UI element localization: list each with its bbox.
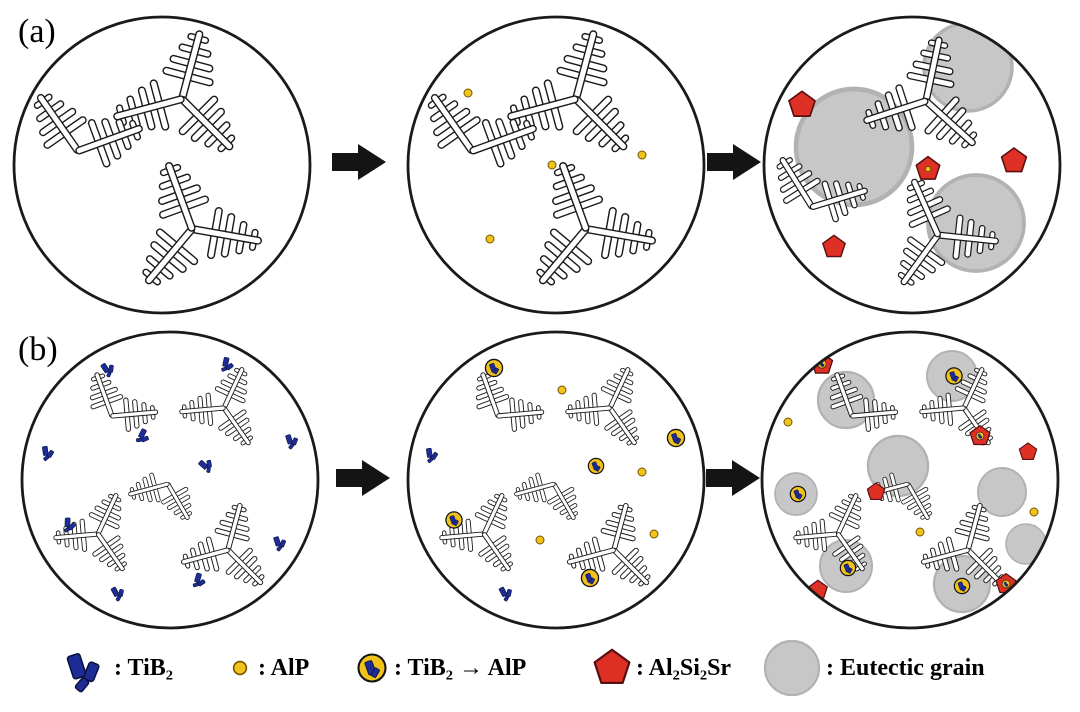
tib2-to-alp-particle <box>789 485 807 503</box>
alp-particle <box>557 385 567 395</box>
arrow-icon <box>707 144 761 180</box>
arrow-icon <box>336 460 390 496</box>
legend-label-al2si2sr: : Al₂Si₂Sr <box>636 655 731 681</box>
tib2-icon <box>66 652 101 694</box>
tib2-to-alp-particle <box>945 367 963 385</box>
melt-pool-b2 <box>406 330 706 630</box>
alp-particle <box>637 150 647 160</box>
alp-icon <box>232 660 248 676</box>
alp-particle <box>463 88 473 98</box>
tib2-to-alp-particle <box>484 358 504 378</box>
tib2-to-alp-particle <box>587 457 605 475</box>
legend-label-tib2-to-alp: : TiB₂ → AlP <box>394 655 526 681</box>
tib2-to-alp-particle <box>445 511 463 529</box>
alp-particle <box>1029 507 1039 517</box>
alp-particle <box>485 234 495 244</box>
tib2-to-alp-particle <box>839 559 857 577</box>
tib2-to-alp-particle <box>580 568 600 588</box>
arrow-icon <box>332 144 386 180</box>
panel-b-label: (b) <box>18 331 58 368</box>
panel-a-label: (a) <box>18 13 56 50</box>
alp-particle <box>535 535 545 545</box>
tib2-to-alp-particle <box>953 577 971 595</box>
legend-label-eutectic: : Eutectic grain <box>826 655 985 681</box>
melt-pool-b1 <box>20 330 320 630</box>
melt-pool-a3 <box>762 15 1062 315</box>
legend: : TiB₂ : AlP : TiB₂ → AlP : Al₂Si₂Sr : E… <box>66 639 985 697</box>
melt-pool-a2 <box>406 15 706 315</box>
eutectic-grain <box>926 173 1026 273</box>
alp-particle <box>637 467 647 477</box>
alp-particle <box>547 160 557 170</box>
al2si2sr-icon <box>593 648 631 684</box>
alp-particle <box>649 529 659 539</box>
arrow-icon <box>706 460 760 496</box>
melt-pool-b3 <box>760 330 1060 630</box>
legend-label-tib2: : TiB₂ <box>114 655 173 681</box>
tib2-to-alp-particle <box>666 428 686 448</box>
tib2-to-alp-icon <box>357 653 387 683</box>
alp-particle <box>783 417 793 427</box>
melt-pool-a1 <box>12 15 312 315</box>
alp-particle <box>915 527 925 537</box>
legend-label-alp: : AlP <box>258 655 309 681</box>
eutectic-grain-icon <box>763 639 821 697</box>
eutectic-grain <box>1005 523 1047 565</box>
